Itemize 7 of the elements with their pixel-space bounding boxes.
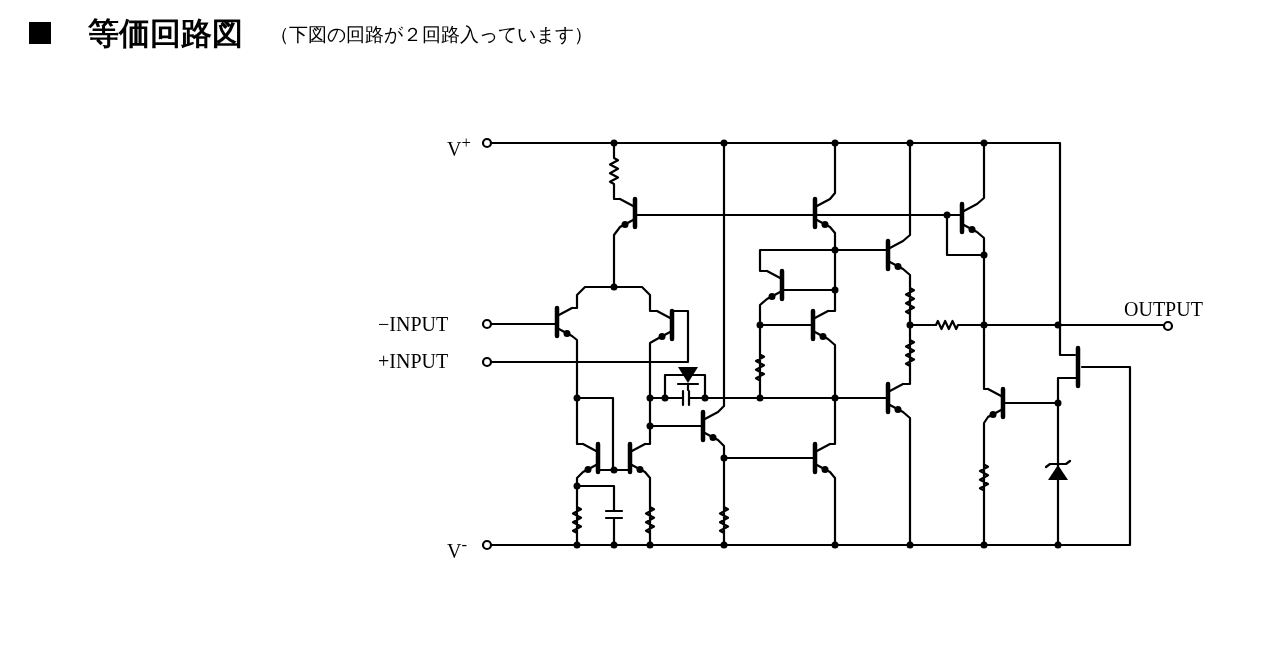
title: 等価回路図 — [88, 14, 243, 52]
terminal-label: V$^{-}$ — [447, 534, 467, 562]
terminal-label: OUTPUT — [1124, 298, 1203, 320]
terminal-label: −INPUT — [378, 313, 449, 335]
terminal-label: V$^{+}$ — [447, 132, 471, 160]
subtitle: （下図の回路が２回路入っています） — [270, 22, 593, 46]
terminal-label: +INPUT — [378, 350, 449, 372]
